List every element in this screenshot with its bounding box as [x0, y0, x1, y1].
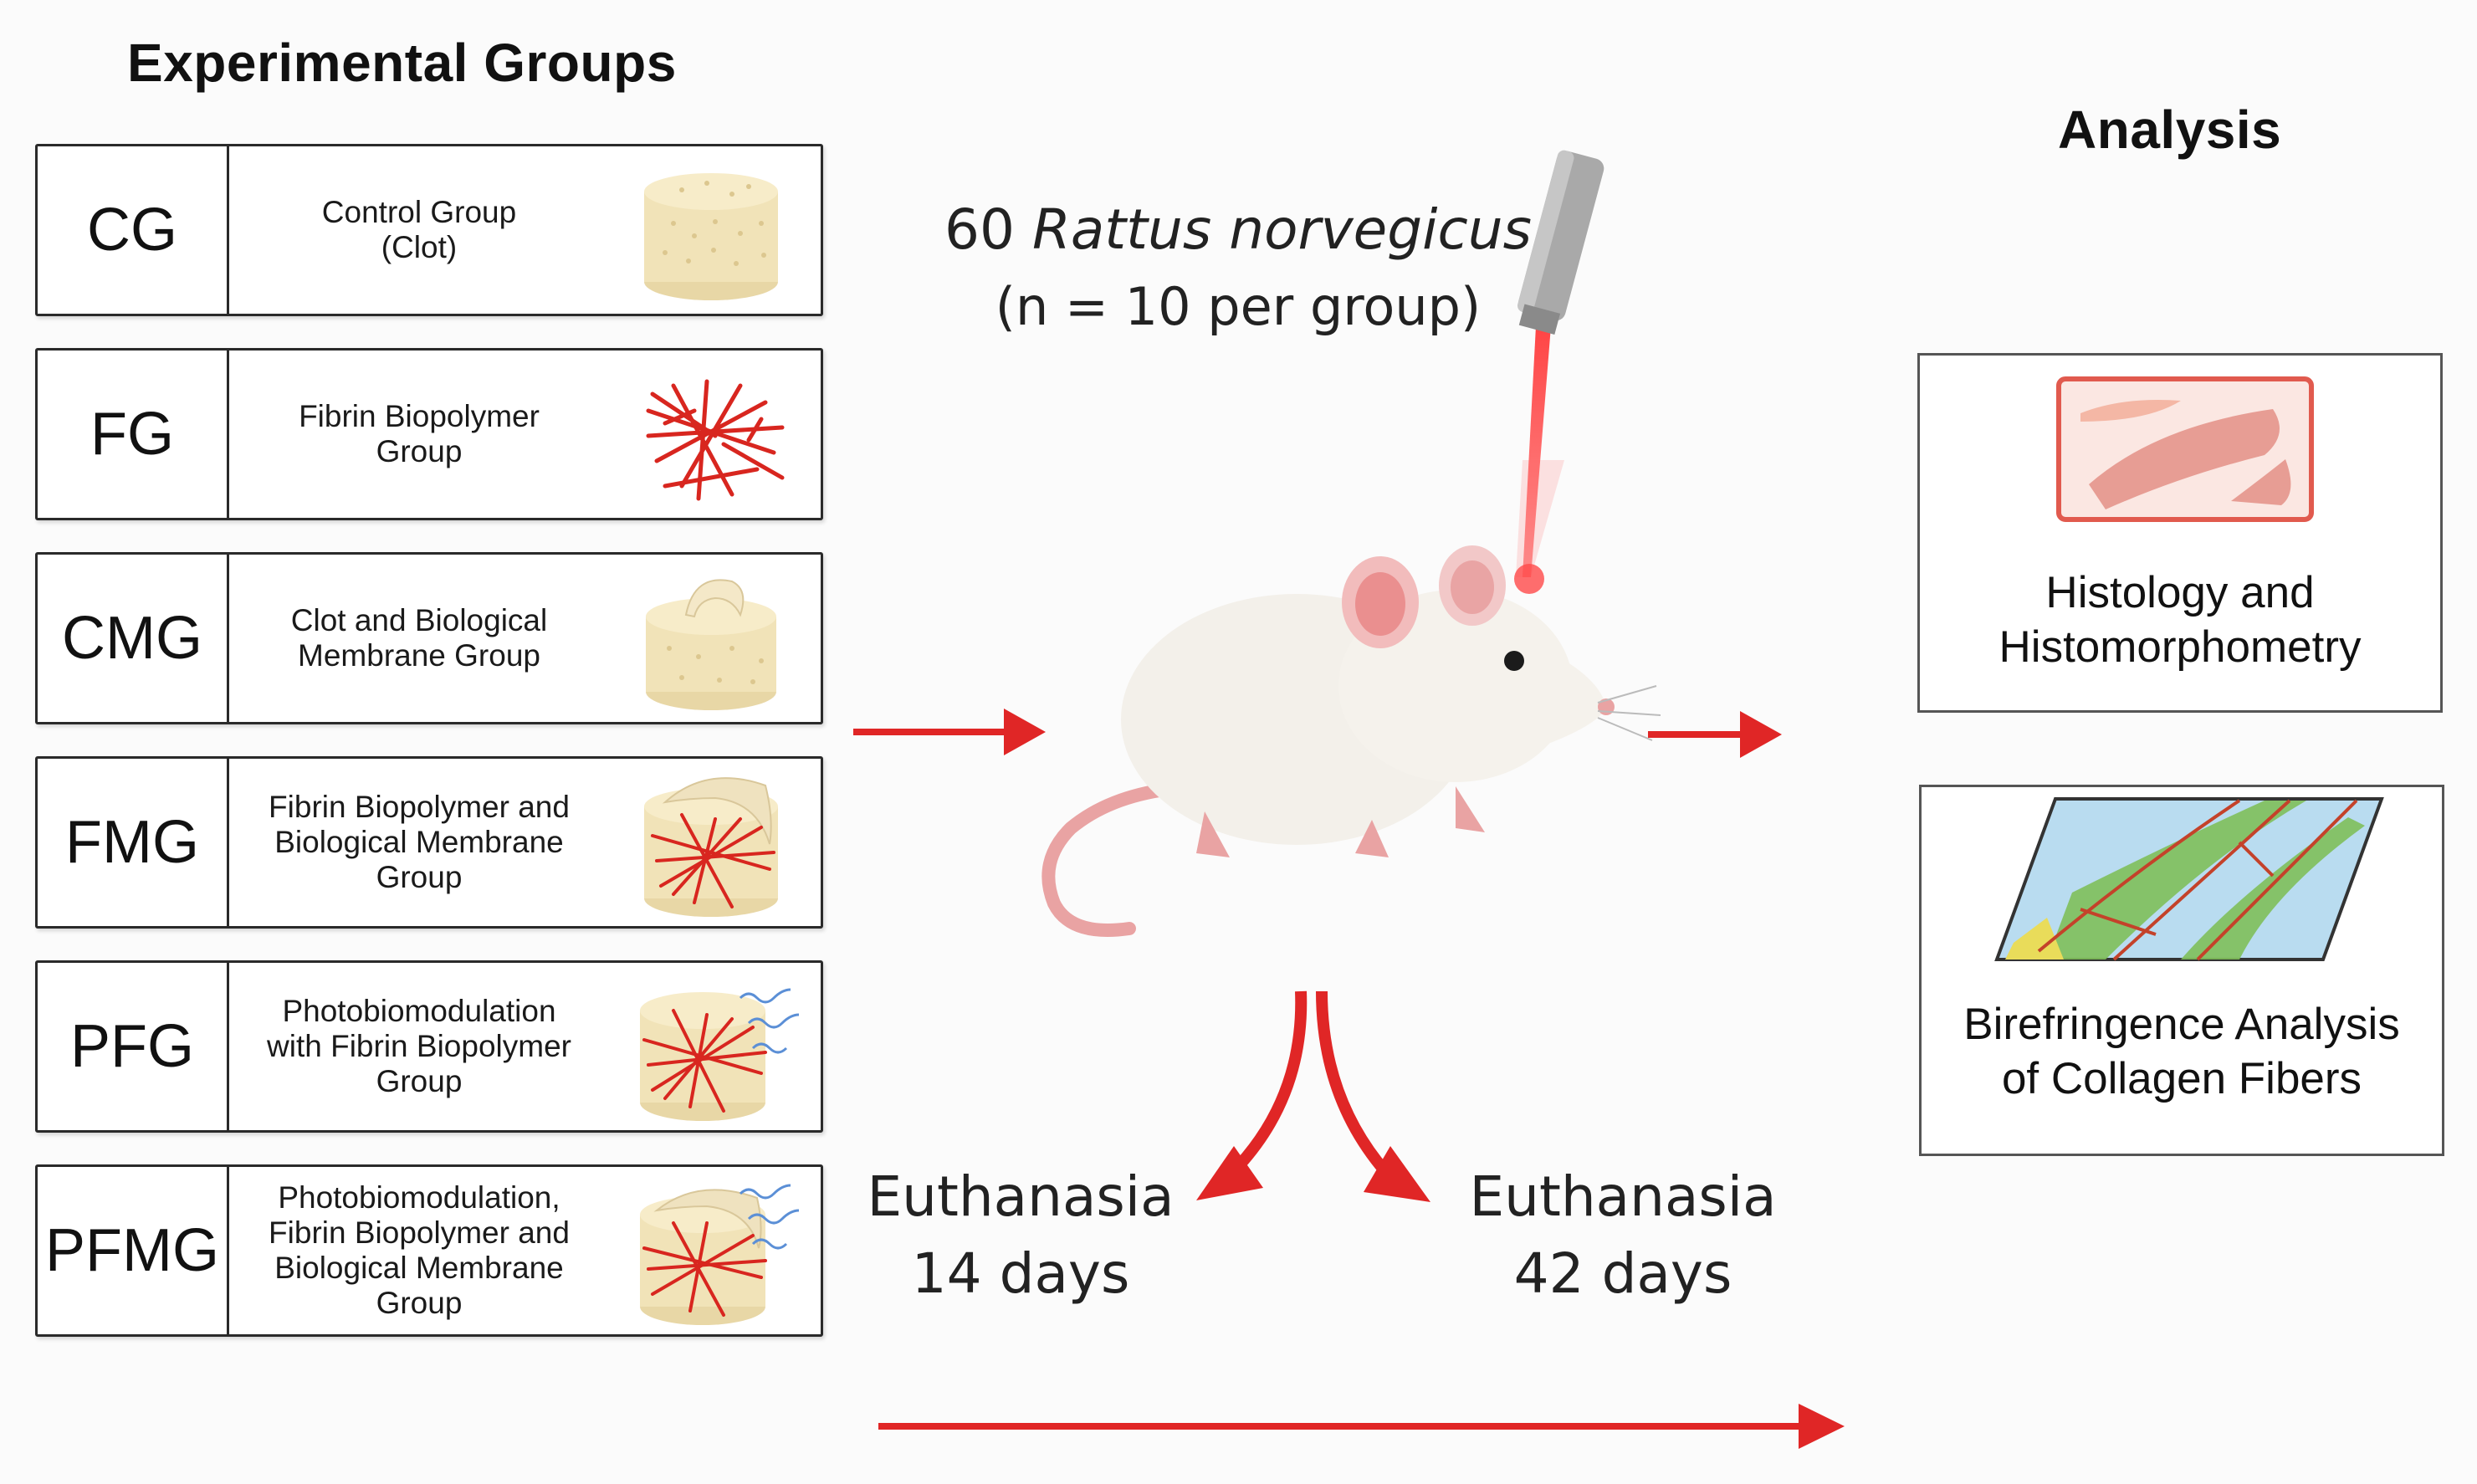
group-code: PFMG — [38, 1167, 229, 1334]
fibrin-network-icon — [646, 379, 785, 501]
euthanasia-days: 14 days — [911, 1241, 1130, 1307]
group-code: PFG — [38, 963, 229, 1130]
analysis-label: Histology and Histomorphometry — [1998, 568, 2362, 672]
group-row-cg: CG Control Group (Clot) — [35, 144, 823, 316]
group-description: Photobiomodulation, Fibrin Biopolymer an… — [269, 1180, 570, 1320]
collagen-birefringence-icon — [1994, 797, 2384, 961]
laser-device-icon — [1514, 150, 1604, 594]
euthanasia-title: Euthanasia — [1469, 1164, 1777, 1229]
group-code: FG — [38, 351, 229, 518]
subject-count-line: 60 Rattus norvegicus — [920, 197, 1556, 262]
timeline-arrow — [878, 1404, 1845, 1449]
group-description: Photobiomodulation with Fibrin Biopolyme… — [267, 994, 571, 1098]
laser-fibrin-membrane-icon — [640, 1184, 800, 1325]
subject-count: 60 — [944, 197, 1015, 262]
group-description: Clot and Biological Membrane Group — [290, 603, 548, 673]
experimental-groups-heading: Experimental Groups — [127, 33, 677, 93]
euthanasia-title: Euthanasia — [867, 1164, 1175, 1229]
group-row-fmg: FMG Fibrin Biopolymer and Biological Mem… — [35, 756, 823, 929]
euthanasia-42-label: Euthanasia 42 days — [1439, 1159, 1807, 1313]
arrow-to-rat — [853, 709, 1046, 755]
subject-species: Rattus norvegicus — [1031, 197, 1532, 262]
subjects-per-group: (n = 10 per group) — [995, 276, 1482, 337]
histology-slide-icon — [2056, 376, 2314, 522]
clot-membrane-icon — [646, 579, 776, 710]
group-row-cmg: CMG Clot and Biological Membrane Group — [35, 552, 823, 724]
rat-illustration — [1041, 545, 1661, 937]
split-arrows — [1196, 990, 1430, 1202]
euthanasia-days: 42 days — [1513, 1241, 1732, 1307]
analysis-heading: Analysis — [2058, 100, 2282, 160]
group-row-fg: FG Fibrin Biopolymer Group — [35, 348, 823, 520]
arrow-to-analysis — [1648, 711, 1782, 758]
analysis-box-birefringence: Birefringence Analysis of Collagen Fiber… — [1919, 785, 2444, 1156]
group-row-pfmg: PFMG Photobiomodulation, Fibrin Biopolym… — [35, 1164, 823, 1337]
group-description: Control Group (Clot) — [321, 195, 517, 264]
analysis-box-histology: Histology and Histomorphometry — [1917, 353, 2443, 713]
group-description: Fibrin Biopolymer and Biological Membran… — [269, 790, 570, 894]
clot-cylinder-icon — [644, 173, 778, 300]
laser-fibrin-icon — [640, 988, 800, 1121]
fibrin-membrane-icon — [644, 777, 778, 917]
analysis-label: Birefringence Analysis of Collagen Fiber… — [1963, 1000, 2400, 1103]
euthanasia-14-label: Euthanasia 14 days — [837, 1159, 1205, 1313]
group-description: Fibrin Biopolymer Group — [299, 399, 540, 468]
group-code: CMG — [38, 555, 229, 722]
group-code: CG — [38, 146, 229, 314]
group-code: FMG — [38, 759, 229, 926]
group-row-pfg: PFG Photobiomodulation with Fibrin Biopo… — [35, 960, 823, 1133]
